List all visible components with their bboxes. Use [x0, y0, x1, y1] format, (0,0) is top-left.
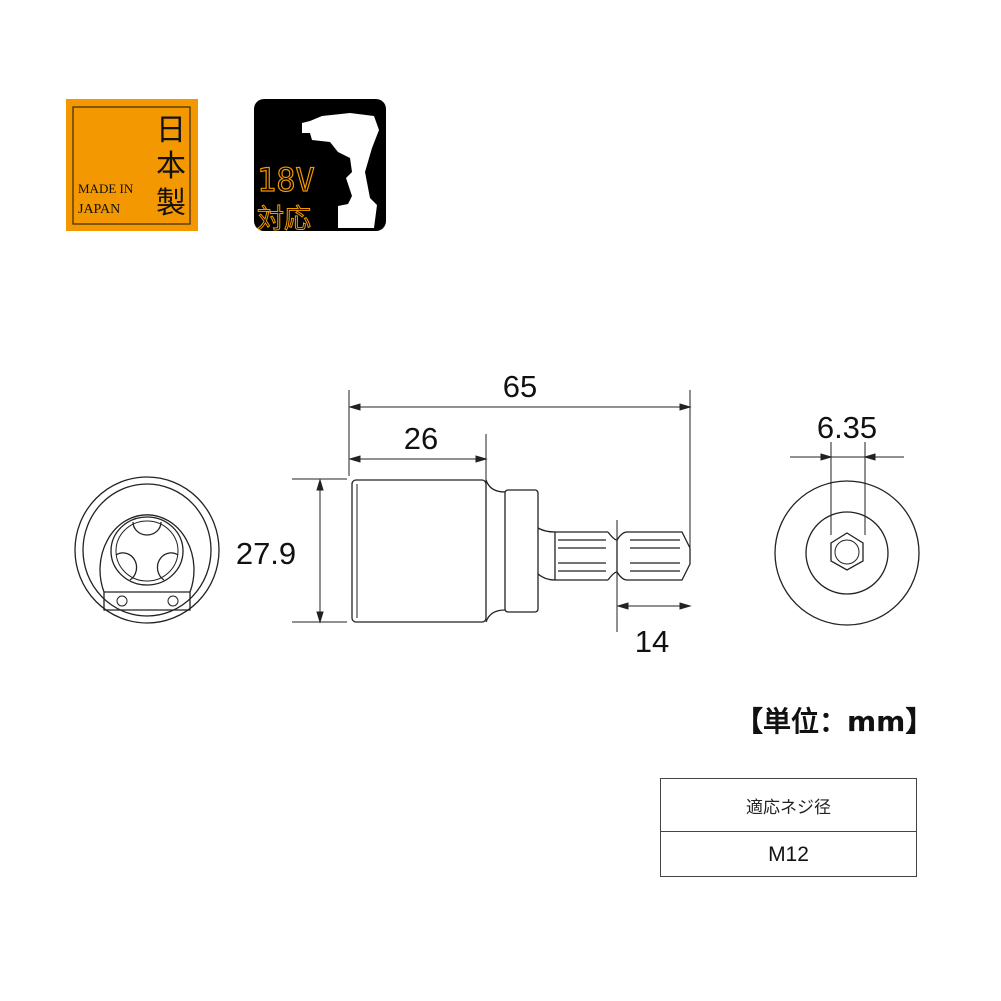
socket-end-view [74, 476, 220, 624]
svg-text:JAPAN: JAPAN [78, 202, 120, 217]
unit-label: 【単位：mm】 [735, 705, 934, 738]
impact-driver-icon [302, 113, 379, 228]
shank-end-view [774, 480, 920, 626]
18v-compatible-badge: 18V 対応 [254, 99, 386, 236]
dim-socket-length: 26 [404, 421, 438, 456]
spec-table-value: M12 [768, 843, 809, 866]
spec-table-header: 適応ネジ径 [661, 779, 916, 832]
svg-text:MADE IN: MADE IN [78, 181, 134, 196]
socket-side-view [351, 479, 691, 623]
svg-text:本: 本 [156, 149, 186, 184]
svg-text:18V: 18V [257, 161, 315, 199]
made-in-japan-badge: 日 本 製 MADE IN JAPAN [66, 99, 198, 231]
svg-text:対応: 対応 [257, 204, 311, 235]
dimension-lines [292, 390, 904, 632]
dim-total-length: 65 [503, 369, 537, 404]
spec-table: 適応ネジ径 M12 [660, 778, 917, 877]
dim-shank-length: 14 [635, 624, 669, 659]
svg-text:製: 製 [156, 186, 186, 221]
dim-socket-diameter: 27.9 [236, 536, 296, 571]
svg-text:日: 日 [156, 113, 186, 148]
dim-shank-hex: 6.35 [817, 410, 877, 445]
